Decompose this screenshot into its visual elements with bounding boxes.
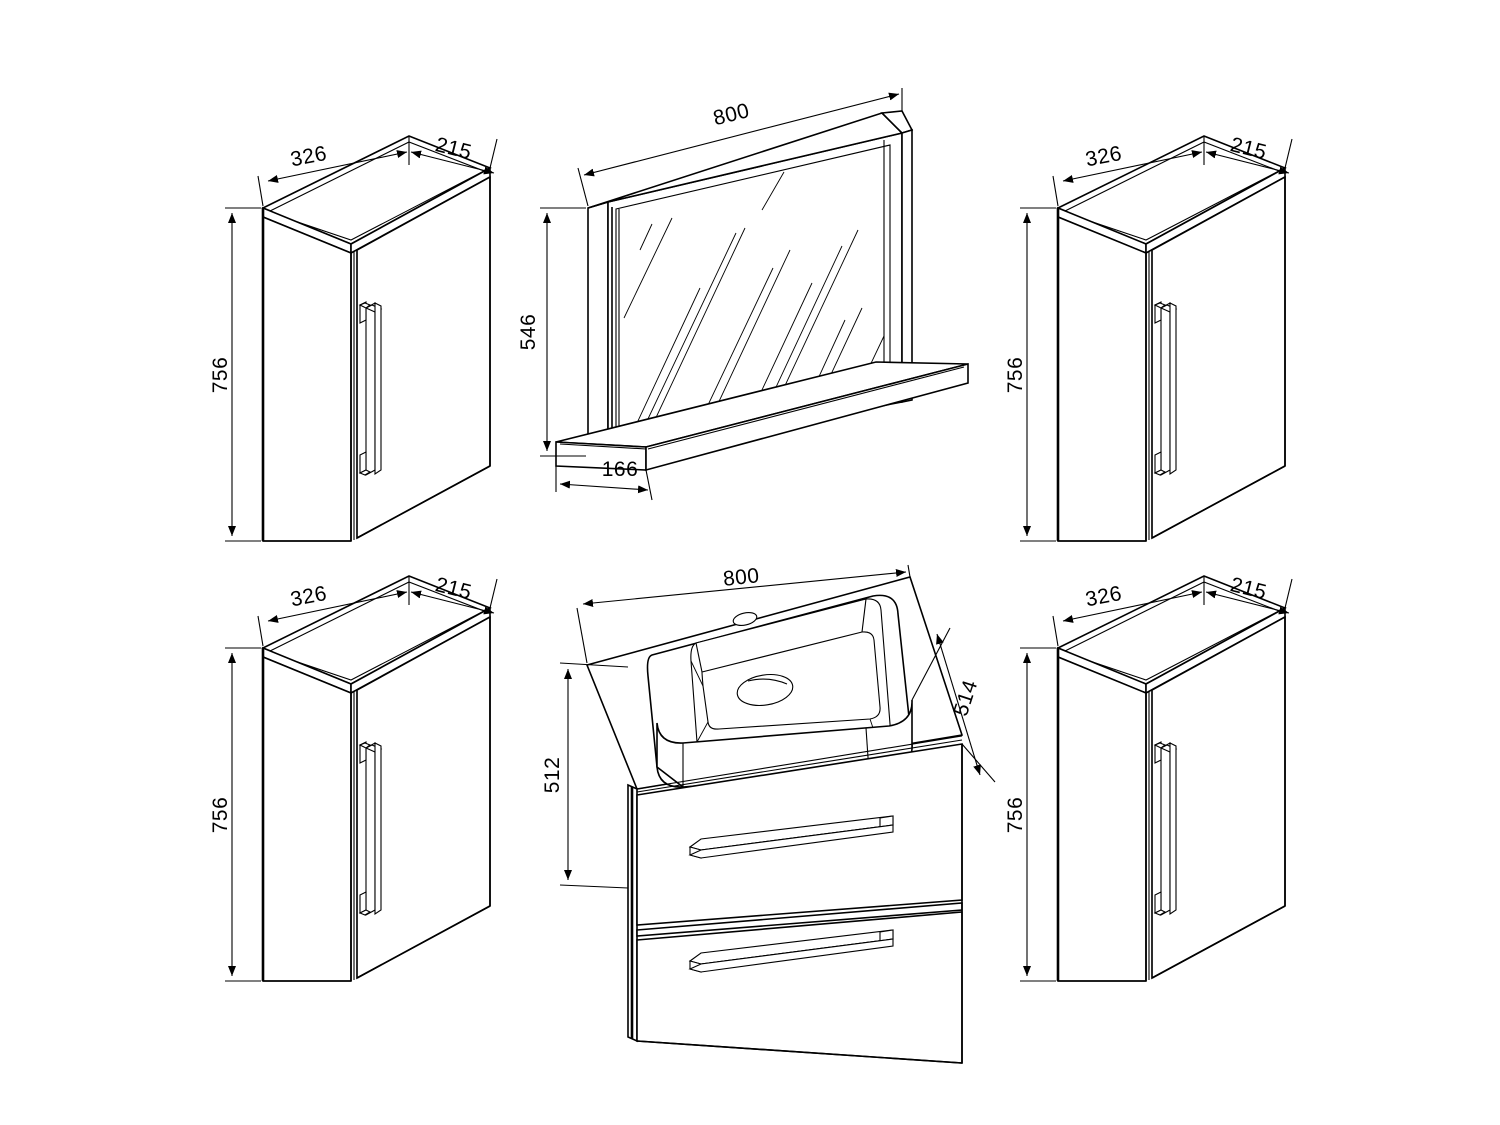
cabinet-handle [358,301,383,476]
dim-514-label: 514 [949,677,982,719]
dimension-group-cabinet-top-left: 326 215 756 [209,133,498,542]
dim-166-label: 166 [602,458,639,481]
drawer-handle-top [688,815,894,859]
dim-756-label: 756 [209,357,232,394]
drain-hole [736,674,794,706]
dim-756-label: 756 [209,797,232,834]
tap-hole [732,612,758,626]
cabinet-handle [358,741,383,916]
dim-326-label: 326 [289,142,329,172]
dim-800-label: 800 [711,99,752,130]
dim-326-label: 326 [289,582,329,612]
cabinet-top-right: 326 215 756 [1004,133,1293,542]
dim-756-label: 756 [1004,357,1027,394]
mirror-panel: 800 546 166 [517,88,969,501]
dim-546-label: 546 [517,314,540,351]
vanity-unit: 800 512 514 [541,564,996,1064]
dimension-group-cabinet-top-right: 326 215 756 [1004,133,1293,542]
dimension-group-vanity: 800 512 514 [541,564,996,889]
cabinet-top-left: 326 215 756 [209,133,498,542]
drawer-handle-bottom [688,929,894,973]
dim-800-label: 800 [722,564,761,591]
dim-512-label: 512 [541,757,564,794]
cabinet-handle [1153,741,1178,916]
dim-326-label: 326 [1084,582,1124,612]
cabinet-handle [1153,301,1178,476]
dim-326-label: 326 [1084,142,1124,172]
cabinet-bottom-right: 326 215 756 [1004,573,1293,982]
dim-756-label: 756 [1004,797,1027,834]
cabinet-bottom-left: 326 215 756 [209,573,498,982]
